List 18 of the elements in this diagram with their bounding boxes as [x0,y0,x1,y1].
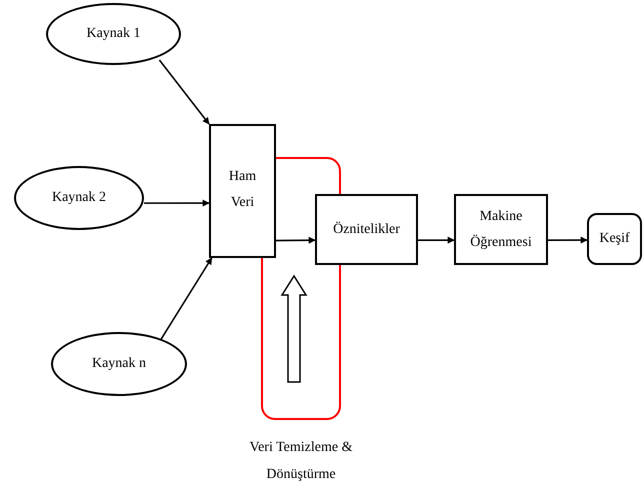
result-box [587,213,642,265]
process-box [454,194,548,265]
arrow [144,200,210,207]
data-box [209,124,276,258]
node-label: Ham Veri [228,168,258,212]
caption: Veri Temizleme & Dönüştürme [248,439,354,484]
arrow [418,236,455,244]
node-label: Kaynak 1 [86,25,141,43]
arrow [160,257,212,340]
node-label: Öznitelikler [333,220,400,238]
node-label: Keşif [599,230,630,248]
process-box [315,194,418,265]
arrow [548,236,588,244]
node-label: Kaynak n [92,355,146,373]
node-label: Kaynak 2 [52,189,106,207]
arrow [158,60,210,125]
arrow [276,236,316,244]
node-label: Makine Öğrenmesi [469,208,533,252]
